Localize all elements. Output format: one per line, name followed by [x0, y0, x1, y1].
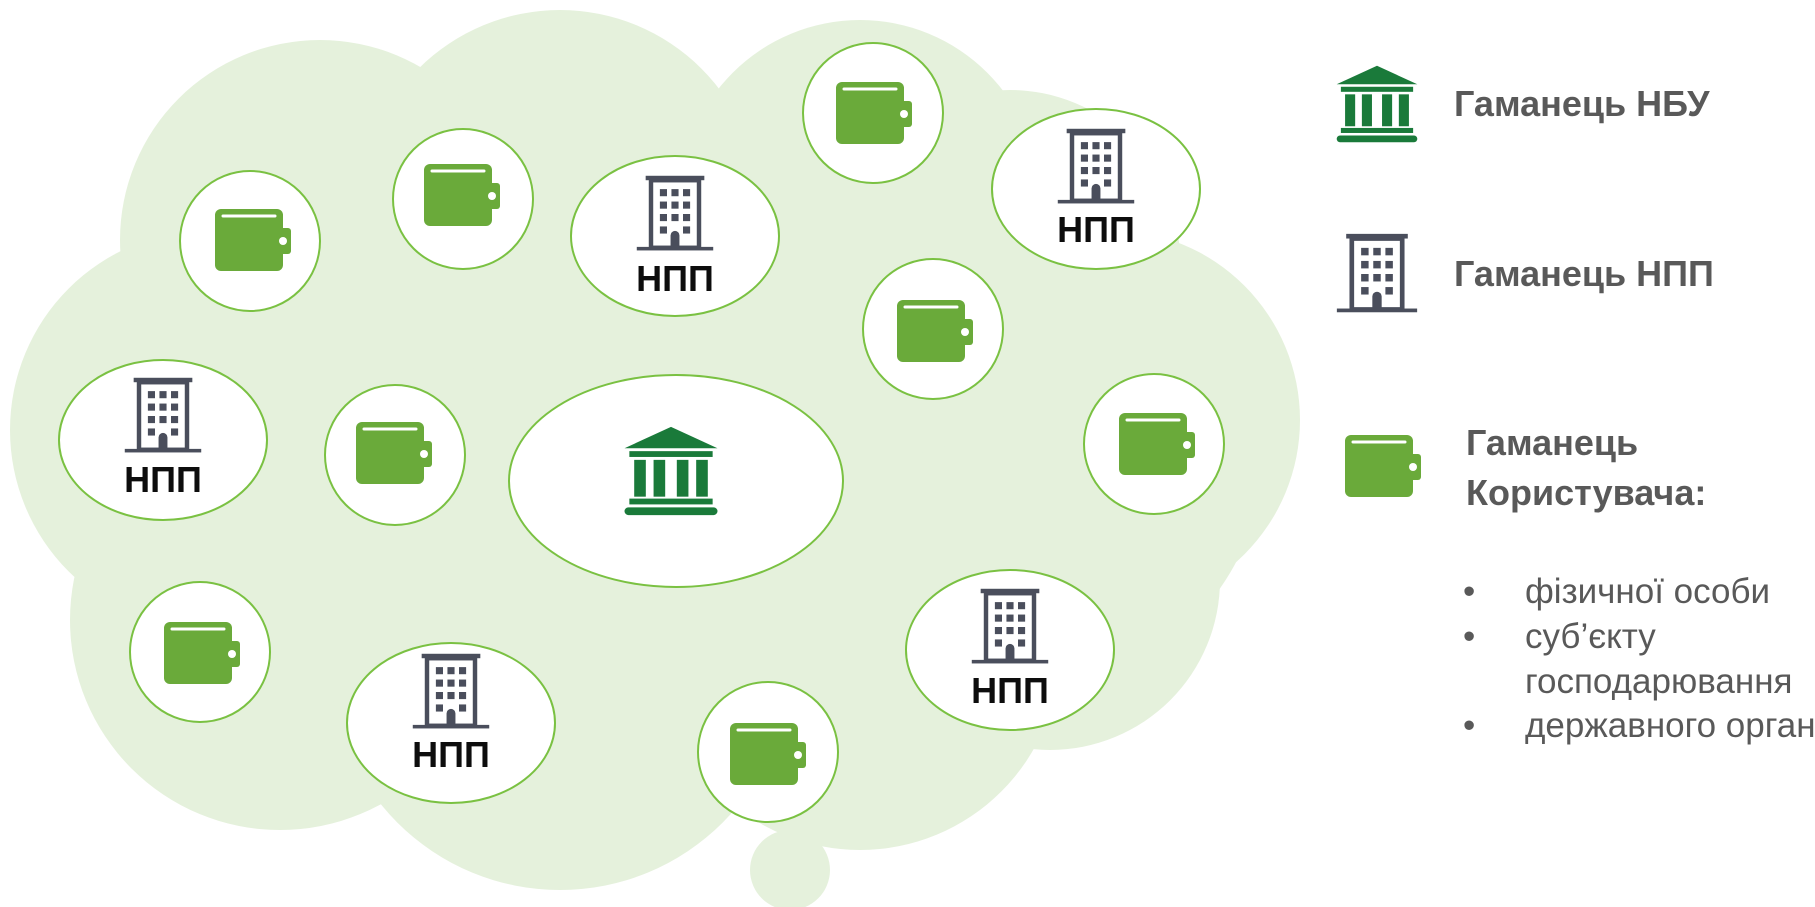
bank-icon [1336, 65, 1418, 143]
user-types-list: • фізичної особи • суб’єкту господарювання… [1457, 570, 1815, 749]
wallet-node [802, 42, 944, 184]
npp-node: НПП [570, 155, 780, 317]
wallet-icon [422, 162, 502, 228]
bullet: • [1463, 616, 1476, 656]
wallet-icon [213, 207, 293, 273]
list-item-text: державного органу [1525, 706, 1815, 746]
npp-label: НПП [124, 459, 202, 500]
npp-node: НПП [58, 359, 268, 521]
legend-npp: Гаманець НПП [1333, 232, 1714, 316]
wallet-icon [834, 80, 914, 146]
wallet-node [129, 581, 271, 723]
npp-node: НПП [346, 642, 556, 804]
building-icon [1333, 232, 1421, 316]
wallet-node [862, 258, 1004, 400]
bullet: • [1463, 706, 1476, 746]
legend-user-label-line2: Користувача: [1466, 472, 1707, 514]
legend-npp-label: Гаманець НПП [1454, 252, 1714, 294]
npp-node: НПП [905, 569, 1115, 731]
wallet-node [179, 170, 321, 312]
legend-nbu: Гаманець НБУ [1335, 62, 1710, 146]
npp-label: НПП [636, 258, 714, 299]
wallet-icon [354, 420, 434, 486]
wallet-icon [1117, 411, 1197, 477]
wallet-node [697, 681, 839, 823]
list-item: • державного органу [1457, 704, 1815, 749]
npp-node: НПП [991, 108, 1201, 270]
npp-label: НПП [971, 670, 1049, 711]
wallet-icon [728, 721, 808, 787]
legend-user-label-line1: Гаманець [1466, 422, 1639, 463]
list-item: • фізичної особи [1457, 570, 1815, 615]
wallet-node [392, 128, 534, 270]
wallet-icon [1343, 433, 1423, 499]
bullet: • [1463, 572, 1476, 611]
legend-user: Гаманець Користувача: [1343, 422, 1707, 519]
central-nbu-node [508, 374, 844, 588]
list-item-text: фізичної особи [1525, 572, 1771, 611]
npp-label: НПП [1057, 209, 1135, 250]
wallet-icon [162, 620, 242, 686]
wallet-node [324, 384, 466, 526]
npp-label: НПП [412, 734, 490, 775]
wallet-icon [895, 298, 975, 364]
wallet-node [1083, 373, 1225, 515]
legend-nbu-label: Гаманець НБУ [1454, 82, 1710, 124]
list-item: • суб’єкту господарювання [1457, 615, 1815, 705]
list-item-text: суб’єкту господарювання [1525, 616, 1793, 701]
